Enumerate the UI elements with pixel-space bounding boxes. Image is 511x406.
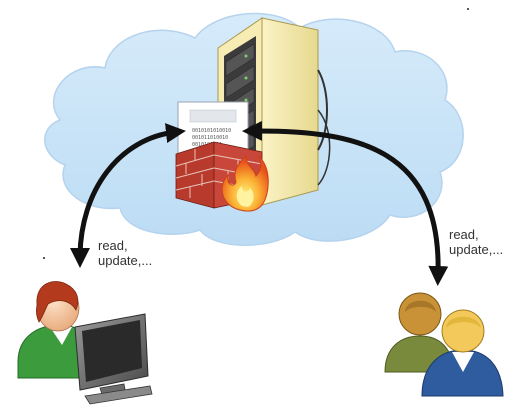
user-at-computer-icon [17,281,153,405]
document-line: 0010101010010 [192,128,231,134]
speck [43,257,45,259]
user-group-icon [384,292,504,397]
caption-left: read, update,... [98,238,152,268]
document-line: 001011010010 [192,135,228,141]
caption-right-line2: update,... [449,242,504,257]
caption-right-line1: read, [449,227,479,242]
caption-left-line2: update,... [98,253,153,268]
caption-left-line1: read, [98,238,128,253]
arrow-left [70,123,186,268]
access-arrows [70,120,449,286]
caption-right: read, update,... [449,227,503,257]
arrow-right [242,120,449,286]
speck [467,8,469,10]
